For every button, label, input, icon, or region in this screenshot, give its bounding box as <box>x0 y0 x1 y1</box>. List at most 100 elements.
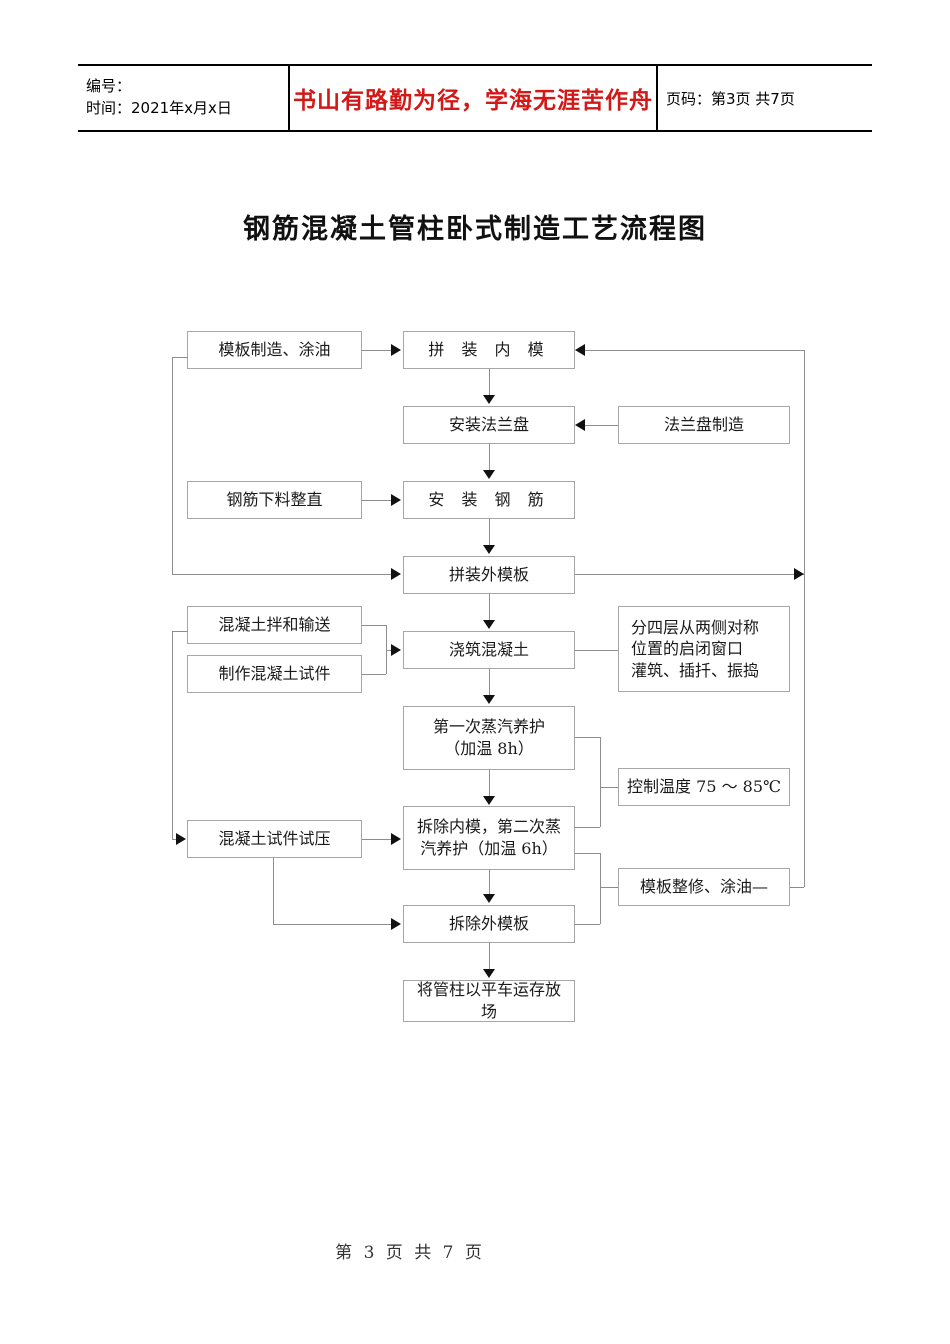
flow-node-label: 拼装外模板 <box>448 565 529 585</box>
edge-test-down-vertical <box>273 858 274 924</box>
flow-node-install-rebar: 安 装 钢 筋 <box>403 481 575 519</box>
edge-removeouter-to-transport <box>489 943 490 969</box>
edge-temp-merge-vertical <box>600 737 601 827</box>
edge-steam1-right-stub <box>575 737 600 738</box>
flow-node-label: 混凝土拌和输送 <box>218 615 331 635</box>
flow-node-label: 安 装 钢 筋 <box>428 490 550 510</box>
edge-steam2-to-removeouter <box>489 870 490 895</box>
flow-node-label: 拼 装 内 模 <box>428 340 550 360</box>
header-motto-text: 书山有路勤为径，学海无涯苦作舟 <box>293 87 653 114</box>
arrowhead-left-loop <box>575 344 585 356</box>
edge-flange-to-rebar <box>489 444 490 470</box>
flow-node-concrete-mixing: 混凝土拌和输送 <box>187 606 362 644</box>
flow-node-label: 汽养护（加温 6h） <box>420 839 558 858</box>
arrowhead-down <box>483 969 495 978</box>
edge-flangemfg-to-flange <box>585 425 618 426</box>
edge-merge-vertical <box>386 625 387 674</box>
arrowhead-down <box>483 395 495 404</box>
flow-node-label: 拆除内模，第二次蒸 <box>416 817 561 837</box>
edge-left-loop2-vertical <box>172 631 173 839</box>
flow-node-specimen-test: 混凝土试件试压 <box>187 820 362 858</box>
arrowhead-down <box>483 545 495 554</box>
page-title: 钢筋混凝土管柱卧式制造工艺流程图 <box>243 214 707 245</box>
edge-moldmake-left-stub <box>172 357 188 358</box>
edge-pour-to-note <box>575 650 618 651</box>
flow-node-make-specimen: 制作混凝土试件 <box>187 655 362 693</box>
edge-steam2-right-stub2 <box>575 853 600 854</box>
flow-note-line: 位置的启闭窗口 <box>631 639 744 659</box>
flow-node-assemble-inner-mold: 拼 装 内 模 <box>403 331 575 369</box>
flow-note-line: 控制温度 75 ～ 85℃ <box>627 777 781 797</box>
flow-node-assemble-outer-mold: 拼装外模板 <box>403 556 575 594</box>
arrowhead-right <box>176 833 186 845</box>
arrowhead-down <box>483 796 495 805</box>
edge-rebar-to-outermold <box>489 519 490 545</box>
flow-node-label: 浇筑混凝土 <box>448 640 529 660</box>
edge-steam1-to-steam2 <box>489 770 490 796</box>
flow-note-temperature-control: 控制温度 75 ～ 85℃ <box>618 768 790 806</box>
flow-node-first-steam-cure: 第一次蒸汽养护 （加温 8h） <box>403 706 575 770</box>
flow-note-pour-method: 分四层从两侧对称 位置的启闭窗口 灌筑、插扦、振捣 <box>618 606 790 692</box>
edge-moldrepair-merge-vertical <box>600 853 601 924</box>
edge-pour-to-steam1 <box>489 669 490 695</box>
header-cell-motto: 书山有路勤为径，学海无涯苦作舟 <box>290 66 658 130</box>
edge-left-loop-into-outermold <box>172 574 393 575</box>
edge-right-loop-into-inner <box>585 350 804 351</box>
arrowhead-right-loop <box>794 568 804 580</box>
flow-node-label: （加温 8h） <box>444 739 534 758</box>
flow-node-label: 钢筋下料整直 <box>226 490 323 510</box>
flow-node-mold-making: 模板制造、涂油 <box>187 331 362 369</box>
flow-node-remove-outer-mold: 拆除外模板 <box>403 905 575 943</box>
flow-node-label: 拆除外模板 <box>448 914 529 934</box>
flow-note-mold-repair: 模板整修、涂油— <box>618 868 790 906</box>
edge-removeouter-right-stub <box>575 924 600 925</box>
edge-inner-to-flange <box>489 369 490 395</box>
arrowhead-down <box>483 620 495 629</box>
flow-node-label: 场 <box>480 1002 497 1021</box>
arrowhead-down <box>483 894 495 903</box>
arrowhead-down <box>483 695 495 704</box>
flow-node-label: 第一次蒸汽养护 <box>432 717 545 737</box>
header-date-label: 时间：2021年x月x日 <box>86 99 232 117</box>
edge-test-down-into-removeouter <box>273 924 393 925</box>
arrowhead-down <box>483 470 495 479</box>
edge-specimen-right-stub <box>362 674 386 675</box>
flow-note-line: 灌筑、插扦、振捣 <box>631 660 760 680</box>
flow-node-pour-concrete: 浇筑混凝土 <box>403 631 575 669</box>
edge-moldrepair-right-stub <box>790 887 804 888</box>
edge-left-loop-vertical <box>172 357 173 575</box>
arrowhead-right <box>391 568 401 580</box>
flow-node-second-steam-cure: 拆除内模，第二次蒸 汽养护（加温 6h） <box>403 806 575 870</box>
edge-steam2-right-stub <box>575 827 600 828</box>
edge-cutting-to-install-rebar <box>362 500 393 501</box>
arrowhead-right <box>391 644 401 656</box>
flow-node-label: 制作混凝土试件 <box>218 664 331 684</box>
edge-moldrepair-merge-into-note <box>600 887 618 888</box>
edge-left-loop2-into-test <box>172 839 178 840</box>
arrowhead-right <box>391 494 401 506</box>
edge-right-loop-vertical <box>804 350 805 887</box>
flow-node-rebar-cutting: 钢筋下料整直 <box>187 481 362 519</box>
edge-mixing-right-stub <box>362 625 386 626</box>
edge-mold-to-inner <box>362 350 393 351</box>
flow-node-flange-manufacture: 法兰盘制造 <box>618 406 790 444</box>
arrowhead-left <box>575 419 585 431</box>
flow-node-install-flange: 安装法兰盘 <box>403 406 575 444</box>
edge-outermold-right-stub <box>575 574 804 575</box>
flow-node-label: 模板制造、涂油 <box>218 340 331 360</box>
arrowhead-right <box>391 918 401 930</box>
page-footer: 第 3 页 共 7 页 <box>335 1243 485 1263</box>
flow-note-line: 模板整修、涂油— <box>639 877 768 897</box>
header-page-number: 页码：第3页 共7页 <box>666 89 795 108</box>
edge-test-to-steam2 <box>362 839 393 840</box>
edge-merge-into-pour <box>386 650 395 651</box>
edge-mixing-left-stub <box>172 631 188 632</box>
page-header-table: 编号： 时间：2021年x月x日 书山有路勤为径，学海无涯苦作舟 页码：第3页 … <box>78 64 872 132</box>
arrowhead-right <box>391 344 401 356</box>
flow-node-label: 将管柱以平车运存放 <box>416 980 561 1000</box>
flow-node-label: 安装法兰盘 <box>448 415 529 435</box>
edge-outermold-to-pour <box>489 594 490 620</box>
header-cell-meta: 编号： 时间：2021年x月x日 <box>78 66 290 130</box>
